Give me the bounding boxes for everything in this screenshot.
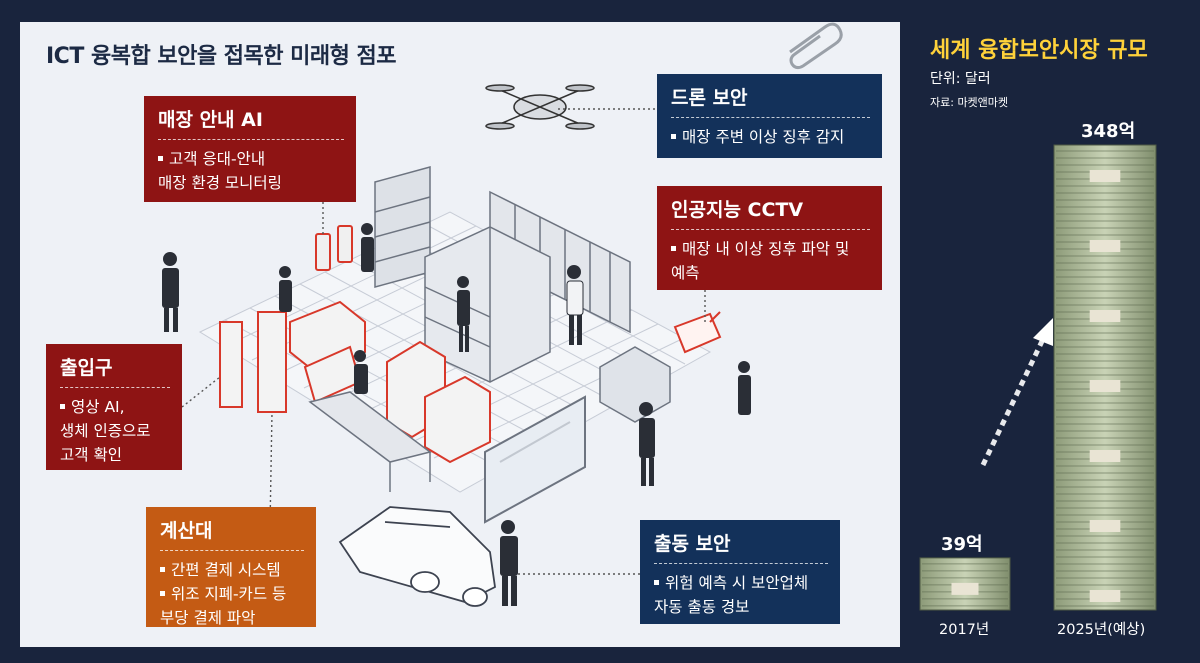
- people: [162, 223, 751, 606]
- bullet-icon: [160, 566, 165, 572]
- front-counter: [308, 391, 432, 492]
- callout-entrance-line-3: 고객 확인: [60, 446, 122, 464]
- callout-store-ai-title: 매장 안내 AI: [158, 105, 344, 140]
- security-guard: [500, 520, 518, 606]
- category-label: 2025년(예상): [1057, 622, 1146, 638]
- chart-title: 세계 융합보안시장 규모: [930, 38, 1148, 63]
- person-4: [457, 276, 470, 352]
- money-band: [1089, 380, 1121, 392]
- callout-store-ai-line-2: 매장 환경 모니터링: [158, 174, 282, 192]
- money-band: [1089, 450, 1121, 462]
- bar-2025년(예상): [1053, 144, 1157, 611]
- chart-unit: 단위: 달러: [930, 71, 991, 87]
- callout-store-ai: 매장 안내 AI 고객 응대-안내 매장 환경 모니터링: [144, 96, 356, 202]
- bullet-icon: [671, 133, 676, 139]
- bullet-icon: [654, 579, 659, 585]
- person-6: [354, 350, 368, 394]
- callout-entrance-title: 출입구: [60, 353, 170, 388]
- money-band: [1089, 240, 1121, 252]
- callout-cctv-line-2: 예측: [671, 264, 700, 282]
- money-stack: [1053, 144, 1157, 611]
- callout-drone-line-1: 매장 주변 이상 징후 감지: [682, 128, 845, 146]
- connector-lines: [181, 108, 706, 575]
- person-3: [361, 223, 374, 272]
- chart-source: 자료: 마켓앤마켓: [930, 96, 1009, 109]
- callout-drone: 드론 보안 매장 주변 이상 징후 감지: [657, 74, 882, 158]
- page-title: ICT 융복합 보안을 접목한 미래형 점포: [46, 44, 397, 69]
- car: [338, 506, 496, 607]
- callout-entrance-line-1: 영상 AI,: [71, 398, 125, 416]
- bars-layer: [919, 144, 1157, 611]
- market-size-chart: [919, 144, 1157, 611]
- money-band: [1089, 310, 1121, 322]
- cctv-camera: [673, 311, 722, 354]
- callout-cctv-line-1: 매장 내 이상 징후 파악 및: [682, 240, 850, 258]
- callout-dispatch: 출동 보안 위험 예측 시 보안업체 자동 출동 경보: [640, 520, 840, 624]
- callout-entrance-line-2: 생체 인증으로: [60, 422, 151, 440]
- callout-checkout-line-1: 간편 결제 시스템: [171, 561, 281, 579]
- bullet-icon: [160, 590, 165, 596]
- callout-entrance: 출입구 영상 AI, 생체 인증으로 고객 확인: [46, 344, 182, 470]
- person-8: [738, 361, 751, 415]
- callout-checkout: 계산대 간편 결제 시스템 위조 지폐-카드 등 부당 결제 파악: [146, 507, 316, 627]
- person-1: [162, 252, 179, 332]
- callout-store-ai-line-1: 고객 응대-안내: [169, 150, 266, 168]
- freezer-unit: [599, 346, 671, 423]
- bar-2017년: [919, 557, 1011, 611]
- center-shelves: [424, 226, 551, 383]
- callout-checkout-line-3: 부당 결제 파악: [160, 609, 256, 627]
- callout-dispatch-title: 출동 보안: [654, 529, 828, 564]
- person-7: [639, 402, 655, 486]
- store-infographic-panel: ICT 융복합 보안을 접목한 미래형 점포 매장 안내 AI 고객 응대-안내…: [20, 22, 900, 647]
- store-ai-devices: [315, 225, 353, 271]
- tall-shelf-unit: [374, 166, 431, 288]
- money-band: [1089, 520, 1121, 532]
- highlighted-fixtures: [219, 300, 491, 464]
- drone: [485, 84, 595, 130]
- money-band: [1089, 170, 1121, 182]
- arrow-head-icon: [1033, 318, 1053, 346]
- category-label: 2017년: [939, 622, 990, 638]
- bullet-icon: [60, 403, 65, 409]
- paperclip-icon: [789, 22, 843, 70]
- growth-arrow: [980, 318, 1053, 467]
- value-label: 39억: [941, 533, 983, 555]
- callout-dispatch-line-1: 위험 예측 시 보안업체: [665, 574, 809, 592]
- callout-checkout-title: 계산대: [160, 516, 304, 551]
- callout-dispatch-line-2: 자동 출동 경보: [654, 598, 750, 616]
- callout-drone-title: 드론 보안: [671, 83, 870, 118]
- bullet-icon: [158, 155, 163, 161]
- callout-cctv-title: 인공지능 CCTV: [671, 195, 870, 230]
- callout-checkout-line-2: 위조 지폐-카드 등: [171, 585, 287, 603]
- person-2: [279, 266, 292, 312]
- value-label: 348억: [1081, 121, 1136, 142]
- money-band: [951, 582, 979, 595]
- bullet-icon: [671, 245, 676, 251]
- glass-partition: [484, 395, 586, 524]
- store-isometric-illustration: [162, 22, 843, 607]
- callout-cctv: 인공지능 CCTV 매장 내 이상 징후 파악 및 예측: [657, 186, 882, 290]
- money-band: [1089, 590, 1121, 602]
- person-5: [566, 265, 584, 345]
